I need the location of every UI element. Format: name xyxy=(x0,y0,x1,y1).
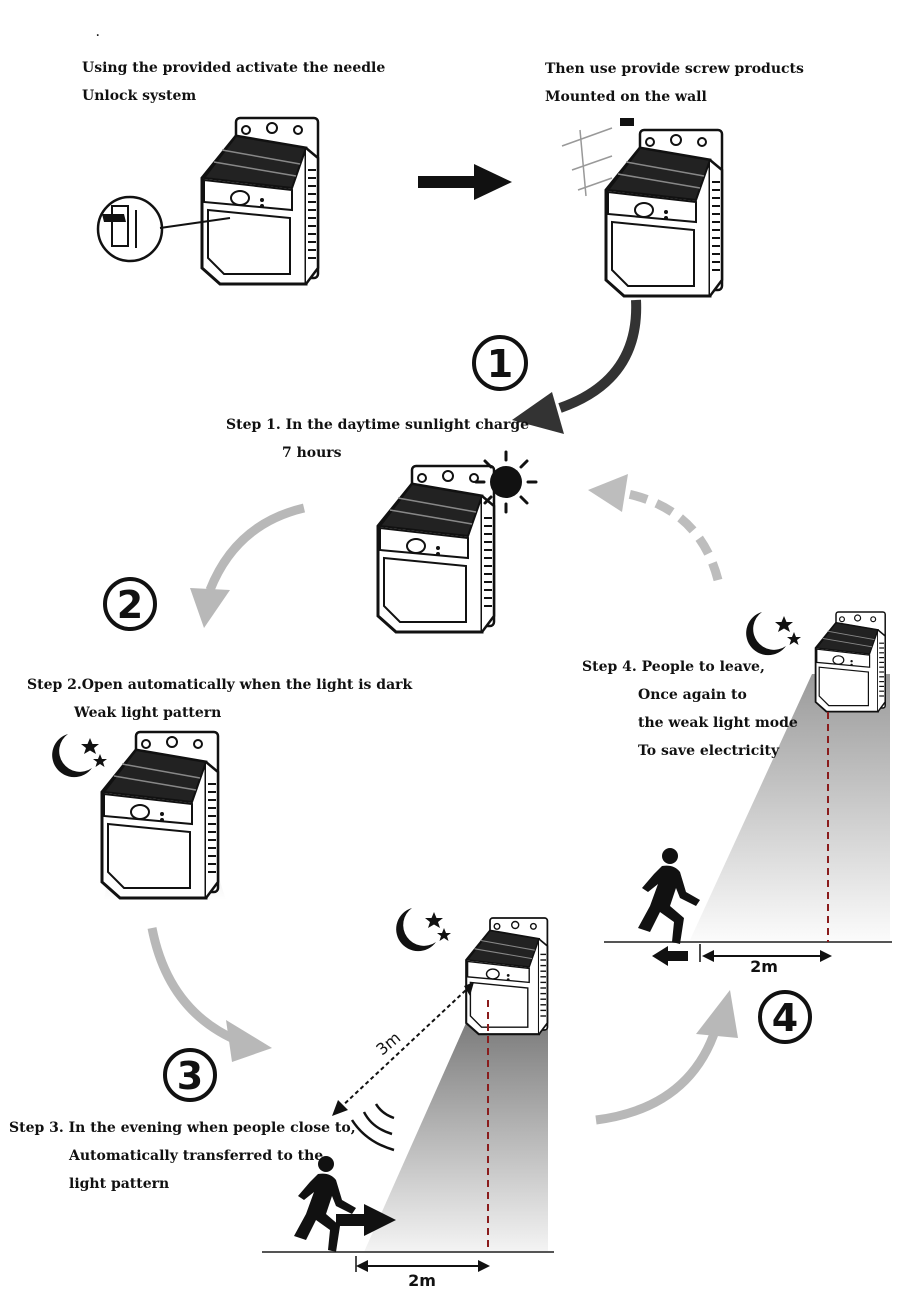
gray-arrow-to-step-2 xyxy=(190,503,306,628)
step-1-lamp xyxy=(376,464,496,634)
curved-arrow-to-step-1 xyxy=(512,299,642,434)
step-4-illustration xyxy=(604,611,892,966)
step-number-3: 3 xyxy=(163,1048,217,1102)
step-2-illustration xyxy=(52,730,226,900)
step-1-caption: Step 1. In the daytime sunlight charge 7… xyxy=(226,417,530,461)
mount-caption: Then use provide screw products Mounted … xyxy=(545,61,804,105)
activate-caption: Using the provided activate the needle U… xyxy=(82,60,386,104)
step-2-caption: Step 2.Open automatically when the light… xyxy=(27,677,413,721)
step-4-caption: Step 4. People to leave, Once again to t… xyxy=(582,659,798,759)
svg-text:4: 4 xyxy=(772,996,798,1040)
ground-label-step-4: 2m xyxy=(750,957,778,976)
activate-lamp-illustration xyxy=(96,116,320,286)
ground-label-step-3: 2m xyxy=(408,1271,436,1290)
gray-arrow-to-step-3 xyxy=(147,927,272,1062)
sun-icon xyxy=(474,450,538,514)
right-arrow xyxy=(418,164,512,200)
step-number-2: 2 xyxy=(103,577,157,631)
svg-text:1: 1 xyxy=(487,342,513,386)
gray-arrow-to-step-4 xyxy=(595,990,738,1125)
dashed-arrow-to-step-1 xyxy=(588,474,723,582)
step-number-1: 1 xyxy=(472,335,528,391)
svg-text:3: 3 xyxy=(177,1054,203,1098)
step-number-4: 4 xyxy=(758,990,812,1044)
distance-label-3m: 3m xyxy=(372,1028,404,1059)
stray-dot: . xyxy=(96,28,100,39)
step-3-illustration xyxy=(262,908,554,1272)
mount-lamp-illustration xyxy=(561,118,724,298)
svg-text:2: 2 xyxy=(117,583,143,627)
step-3-caption: Step 3. In the evening when people close… xyxy=(9,1120,356,1192)
